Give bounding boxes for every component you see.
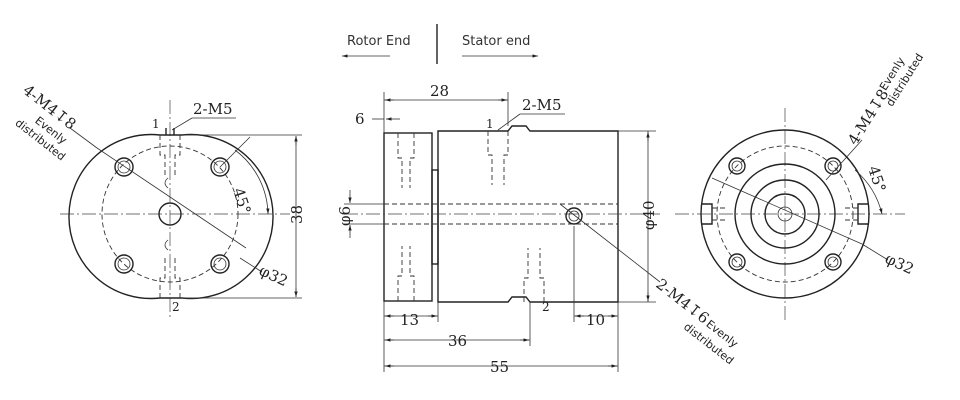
left-end-view: 45° φ32 38 2-M5 1 2 4-M4 ↧8 Evenly distr… xyxy=(13,81,306,318)
left-m5-callout: 2-M5 xyxy=(193,100,233,118)
rotor-hidden-threads xyxy=(397,133,415,301)
right-flange-outline xyxy=(700,129,870,299)
left-angle-leader xyxy=(219,136,251,168)
right-slot-left xyxy=(701,203,713,225)
left-angle-arc xyxy=(234,149,270,215)
right-pcd-value: φ32 xyxy=(882,249,916,278)
left-pcd-leader xyxy=(239,257,263,273)
left-m4-holes xyxy=(114,157,230,274)
side-m5-leader xyxy=(497,113,521,131)
dim-28-value: 28 xyxy=(430,82,449,100)
dim-6-value: 6 xyxy=(355,110,365,128)
rotor-collar xyxy=(431,169,439,265)
right-angle-value: 45° xyxy=(864,164,889,195)
stator-hidden-threads xyxy=(487,131,545,302)
dim-13-value: 13 xyxy=(400,311,419,329)
side-m4-callout: 2-M4 ↧6 Evenly distributed xyxy=(653,275,741,367)
left-m4-callout: 4-M4 ↧8 Evenly distributed xyxy=(13,81,80,163)
left-mark-1: 1 xyxy=(152,117,160,131)
stator-end-label: Stator end xyxy=(462,34,530,49)
dim-dia40-value: φ40 xyxy=(640,200,658,230)
left-mark-2: 2 xyxy=(172,300,180,314)
side-m4-hole xyxy=(565,207,583,225)
rotor-end-label: Rotor End xyxy=(347,34,411,49)
side-view: 28 6 2-M5 1 2 φ6 φ40 13 xyxy=(336,82,741,376)
dim-36-value: 36 xyxy=(448,332,467,350)
side-m5-callout: 2-M5 xyxy=(522,96,562,114)
side-hole-leader xyxy=(559,203,661,283)
left-center-bore xyxy=(158,202,182,226)
right-ring-inner xyxy=(764,193,806,235)
right-m4-callout: 4-M4 ↧8 Evenly distributed xyxy=(844,51,926,148)
side-mark-2: 2 xyxy=(542,300,550,314)
left-pcd-circle xyxy=(101,145,239,283)
left-callout-leader xyxy=(69,127,98,149)
left-height-value: 38 xyxy=(288,205,306,224)
right-m4-holes xyxy=(728,157,842,271)
left-angle-value: 45° xyxy=(229,186,254,217)
left-m5-leader xyxy=(171,117,193,131)
rotor-flange-body xyxy=(383,132,433,302)
right-slot-right xyxy=(857,203,869,225)
dim-55-value: 55 xyxy=(490,358,509,376)
dim-10-value: 10 xyxy=(586,311,605,329)
right-ring-middle xyxy=(750,179,820,249)
right-callout-leader xyxy=(825,139,863,181)
dim-bore-value: φ6 xyxy=(336,206,354,226)
header: Rotor End Stator end xyxy=(342,24,538,64)
right-angle-arc xyxy=(854,169,883,215)
right-diagonal-leader xyxy=(711,177,863,245)
right-end-view: 45° φ32 4-M4 ↧8 Evenly distributed xyxy=(675,51,926,320)
right-center-bore xyxy=(777,206,793,222)
left-flange-outline xyxy=(68,133,274,300)
right-pcd-circle xyxy=(716,145,854,283)
side-mark-1: 1 xyxy=(486,117,494,131)
left-pcd-value: φ32 xyxy=(256,261,290,290)
left-diagonal-leader xyxy=(96,147,247,249)
right-ring-outer xyxy=(734,163,836,265)
